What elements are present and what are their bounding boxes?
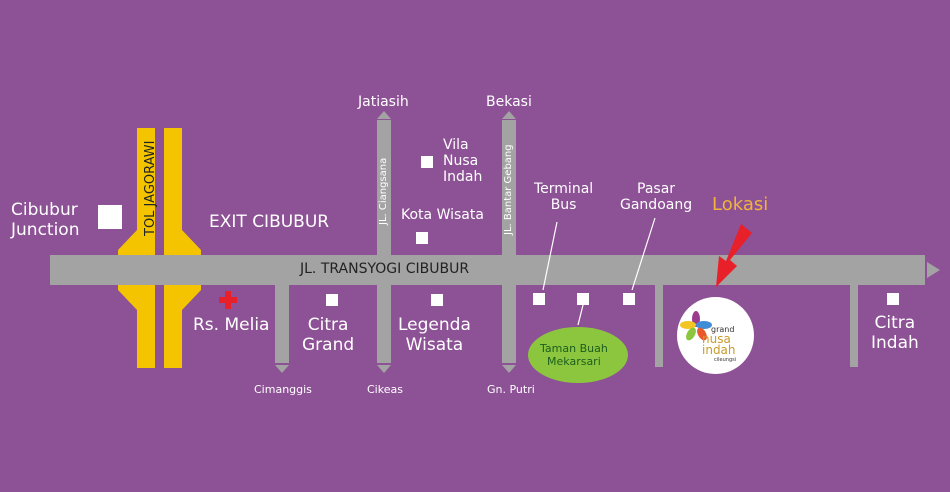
bantar-gebang-label: JL. Bantar Gebang bbox=[503, 144, 514, 235]
marker-terminal-bus bbox=[533, 293, 545, 305]
label-kota-wisata: Kota Wisata bbox=[401, 207, 484, 223]
marker-legenda-wisata bbox=[431, 294, 443, 306]
marker-citra-grand bbox=[326, 294, 338, 306]
label-rs-melia: Rs. Melia bbox=[193, 315, 270, 335]
grand-nusa-indah-logo: grand nusa indah cileungsi bbox=[677, 297, 754, 374]
main-road bbox=[50, 255, 925, 285]
direction-cimanggis: Cimanggis bbox=[254, 383, 312, 396]
marker-taman-buah bbox=[577, 293, 589, 305]
main-road-label: JL. TRANSYOGI CIBUBUR bbox=[300, 261, 470, 277]
flower-logo-icon bbox=[680, 311, 712, 341]
toll-road-label: TOL JAGORAWI bbox=[143, 140, 158, 236]
hospital-cross-icon bbox=[219, 291, 237, 309]
road-ciangsana bbox=[377, 120, 391, 363]
marker-pasar-gandoang bbox=[623, 293, 635, 305]
road-side-2 bbox=[850, 285, 858, 367]
road-side-1 bbox=[655, 285, 663, 367]
lokasi-label: Lokasi bbox=[712, 194, 769, 215]
exit-cibubur-label: EXIT CIBUBUR bbox=[209, 212, 330, 232]
marker-citra-indah bbox=[887, 293, 899, 305]
ciangsana-label: JL. Ciangsana bbox=[378, 157, 389, 225]
toll-road bbox=[118, 128, 201, 368]
taman-buah-park bbox=[528, 327, 628, 383]
direction-jatiasih: Jatiasih bbox=[358, 94, 409, 110]
direction-cikeas: Cikeas bbox=[367, 383, 403, 396]
main-road-arrow bbox=[927, 262, 940, 278]
direction-gn-putri: Gn. Putri bbox=[487, 383, 535, 396]
marker-kota-wisata bbox=[416, 232, 428, 244]
road-cimanggis bbox=[275, 285, 289, 363]
marker-vila-nusa-indah bbox=[421, 156, 433, 168]
location-arrow-icon bbox=[716, 224, 752, 287]
direction-bekasi: Bekasi bbox=[486, 94, 532, 110]
road-bantar-gebang bbox=[502, 120, 516, 363]
marker-cibubur-junction bbox=[98, 205, 122, 229]
